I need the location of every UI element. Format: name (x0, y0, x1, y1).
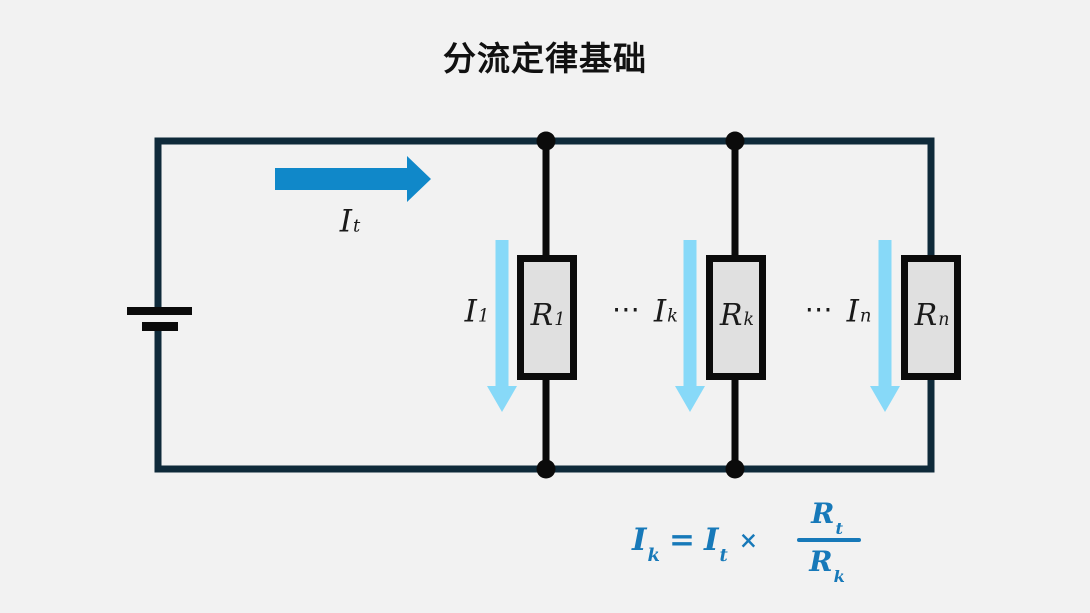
battery-long-plate (127, 307, 192, 315)
fraction-numerator: Rt (811, 497, 843, 538)
junction-dot (725, 131, 745, 151)
battery-short-plate (142, 322, 178, 331)
resistor-box-1 (517, 255, 577, 380)
total-current-arrow (275, 156, 431, 202)
junction-dot (725, 459, 745, 479)
fraction-bar (797, 538, 862, 542)
fraction-denominator: Rk (809, 545, 845, 586)
branch-current-arrow-n (870, 240, 900, 412)
formula-total-current: It (703, 521, 728, 567)
branch-current-arrow-k (675, 240, 705, 412)
junction-dot (536, 131, 556, 151)
junction-dot (536, 459, 556, 479)
ellipsis-dots: ⋯ (804, 292, 835, 325)
resistor-box-n (901, 255, 961, 380)
multiply-sign: × (738, 526, 759, 554)
ellipsis-dots: ⋯ (611, 292, 642, 325)
divider-formula: Ik = It × Rt Rk (632, 486, 862, 594)
page-title: 分流定律基础 (443, 40, 647, 77)
resistor-box-k (706, 255, 766, 380)
resistance-fraction: Rt Rk (797, 497, 862, 586)
formula-lhs: Ik (632, 521, 660, 567)
equals-sign: = (668, 521, 695, 558)
branch-current-arrow-1 (487, 240, 517, 412)
